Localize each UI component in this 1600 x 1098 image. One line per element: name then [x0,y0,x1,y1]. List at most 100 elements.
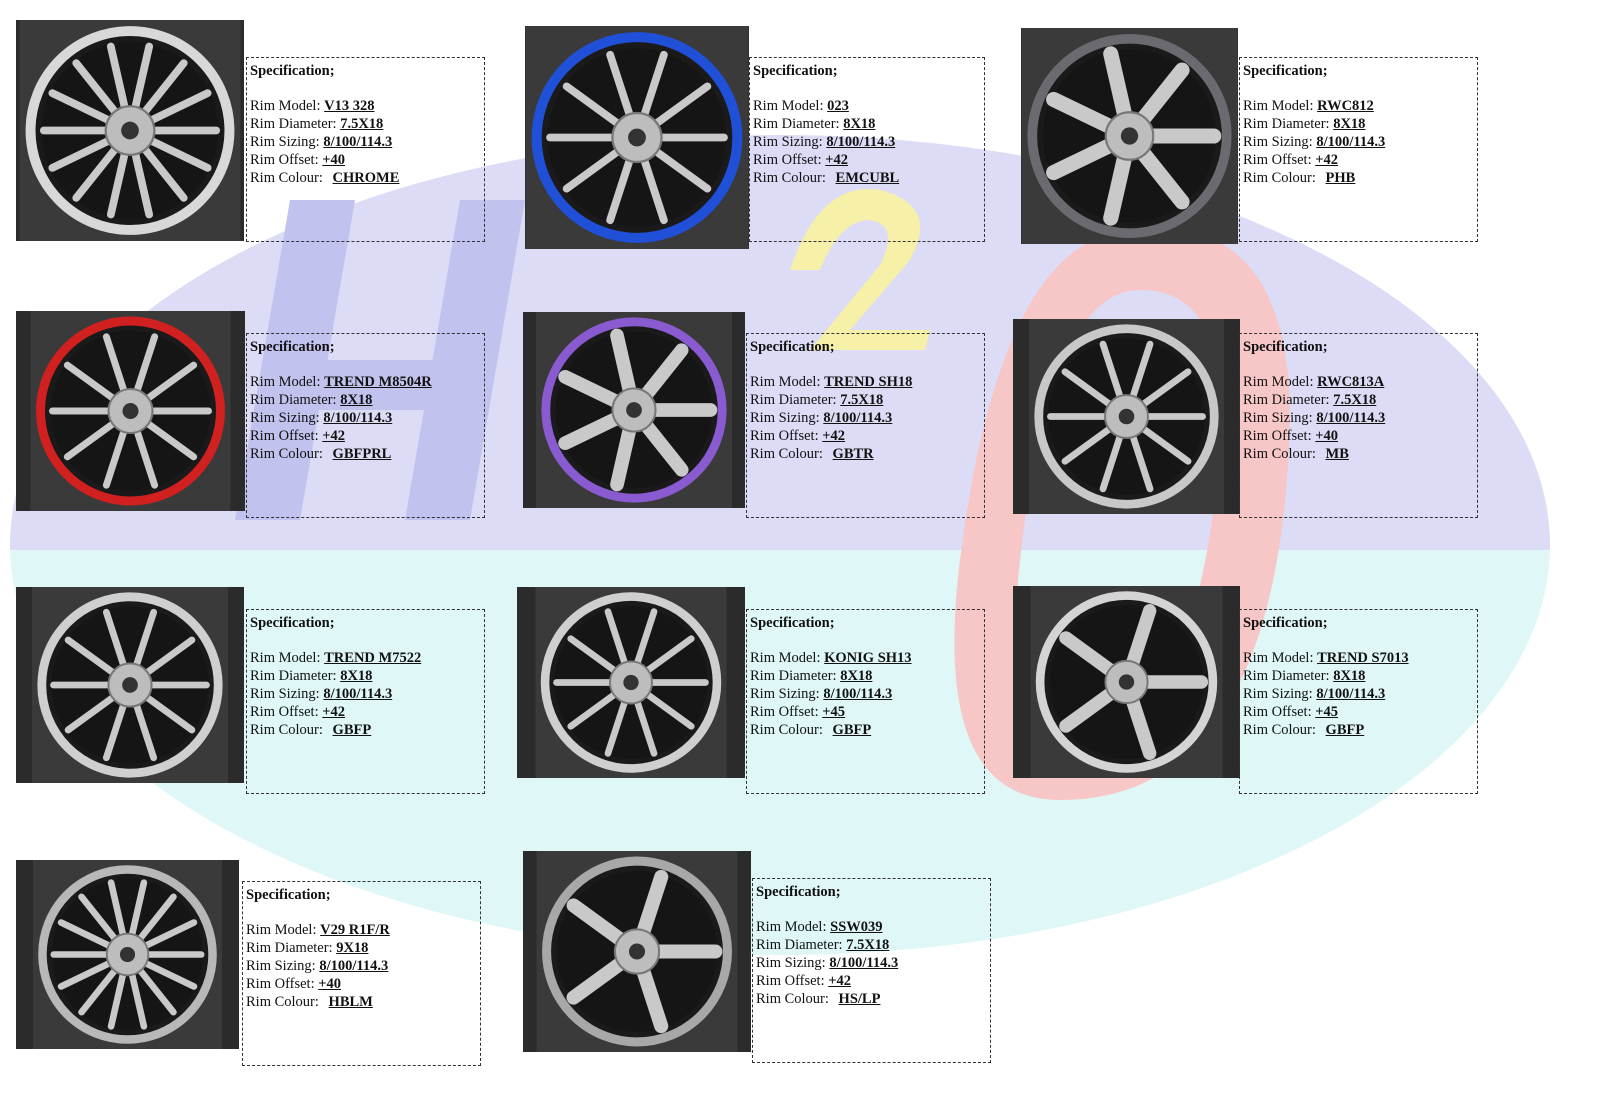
spec-heading: Specification; [750,615,835,631]
rim-diameter-value: 8X18 [843,116,876,132]
rim-offset-value: +42 [822,428,845,444]
rim-photo [16,860,239,1049]
spec-model-row: Rim Model: SSW039 [756,919,883,935]
rim-model-value: V29 R1F/R [320,922,390,938]
spec-diameter-row: Rim Diameter: 8X18 [1243,668,1366,684]
spec-colour-row: Rim Colour: GBTR [750,446,874,462]
spec-box: Specification; Rim Model: RWC812 Rim Dia… [1239,57,1478,242]
rim-diameter-value: 8X18 [1333,668,1366,684]
rim-photo [16,20,244,241]
spec-offset-row: Rim Offset: +42 [750,428,845,444]
spec-box: Specification; Rim Model: TREND M8504R R… [246,333,485,518]
spec-offset-row: Rim Offset: +42 [756,973,851,989]
spec-heading: Specification; [246,887,331,903]
spec-model-row: Rim Model: V13 328 [250,98,375,114]
rim-photo-icon [536,851,738,1052]
spec-offset-row: Rim Offset: +45 [1243,704,1338,720]
rim-model-value: RWC812 [1317,98,1374,114]
rim-diameter-value: 9X18 [336,940,369,956]
spec-diameter-row: Rim Diameter: 9X18 [246,940,369,956]
rim-photo [523,312,745,508]
rim-sizing-value: 8/100/114.3 [823,686,893,702]
spec-box: Specification; Rim Model: V13 328 Rim Di… [246,57,485,242]
rim-offset-value: +45 [1315,704,1338,720]
rim-photo [1021,28,1238,244]
spec-colour-row: Rim Colour: GBFP [750,722,872,738]
rim-offset-value: +42 [322,428,345,444]
spec-sizing-row: Rim Sizing: 8/100/114.3 [750,410,893,426]
spec-heading: Specification; [250,63,335,79]
rim-photo [16,311,245,511]
spec-offset-row: Rim Offset: +40 [250,152,345,168]
spec-colour-row: Rim Colour: HBLM [246,994,373,1010]
spec-offset-row: Rim Offset: +45 [750,704,845,720]
rim-sizing-value: 8/100/114.3 [323,410,393,426]
rim-photo-icon [30,311,231,511]
spec-colour-row: Rim Colour: CHROME [250,170,400,186]
rim-photo [16,587,244,783]
rim-colour-value: GBFP [332,722,372,738]
rim-colour-value: GBFPRL [332,446,392,462]
rim-sizing-value: 8/100/114.3 [829,955,899,971]
spec-offset-row: Rim Offset: +40 [246,976,341,992]
spec-heading: Specification; [1243,615,1328,631]
rim-offset-value: +40 [318,976,341,992]
rim-offset-value: +40 [1315,428,1338,444]
rim-model-value: TREND M8504R [324,374,432,390]
rim-offset-value: +42 [828,973,851,989]
watermark-letter-h [235,200,525,520]
spec-box: Specification; Rim Model: TREND SH18 Rim… [746,333,985,518]
rim-photo-icon [1029,319,1224,514]
spec-box: Specification; Rim Model: KONIG SH13 Rim… [746,609,985,794]
spec-diameter-row: Rim Diameter: 7.5X18 [1243,392,1377,408]
rim-offset-value: +42 [1315,152,1338,168]
spec-colour-row: Rim Colour: GBFP [250,722,372,738]
spec-colour-row: Rim Colour: HS/LP [756,991,881,1007]
rim-colour-value: GBFP [1325,722,1365,738]
spec-sizing-row: Rim Sizing: 8/100/114.3 [753,134,896,150]
spec-colour-row: Rim Colour: GBFPRL [250,446,392,462]
spec-heading: Specification; [250,339,335,355]
watermark-letter-2 [790,189,930,350]
spec-heading: Specification; [1243,63,1328,79]
rim-sizing-value: 8/100/114.3 [319,958,389,974]
rim-offset-value: +40 [322,152,345,168]
rim-sizing-value: 8/100/114.3 [1316,134,1386,150]
rim-offset-value: +45 [822,704,845,720]
rim-colour-value: HS/LP [838,991,881,1007]
rim-photo [1013,586,1240,778]
spec-sizing-row: Rim Sizing: 8/100/114.3 [250,410,393,426]
rim-photo-icon [1021,28,1238,244]
rim-colour-value: EMCUBL [835,170,900,186]
rim-offset-value: +42 [322,704,345,720]
spec-diameter-row: Rim Diameter: 8X18 [750,668,873,684]
rim-colour-value: HBLM [328,994,373,1010]
spec-offset-row: Rim Offset: +42 [1243,152,1338,168]
spec-box: Specification; Rim Model: 023 Rim Diamet… [749,57,985,242]
spec-diameter-row: Rim Diameter: 8X18 [1243,116,1366,132]
spec-sizing-row: Rim Sizing: 8/100/114.3 [750,686,893,702]
spec-sizing-row: Rim Sizing: 8/100/114.3 [1243,686,1386,702]
rim-colour-value: GBFP [832,722,872,738]
spec-sizing-row: Rim Sizing: 8/100/114.3 [246,958,389,974]
spec-model-row: Rim Model: 023 [753,98,849,114]
rim-photo-icon [32,587,228,783]
spec-sizing-row: Rim Sizing: 8/100/114.3 [756,955,899,971]
spec-model-row: Rim Model: TREND M8504R [250,374,432,390]
spec-diameter-row: Rim Diameter: 7.5X18 [750,392,884,408]
spec-diameter-row: Rim Diameter: 8X18 [753,116,876,132]
rim-model-value: TREND S7013 [1317,650,1409,666]
rim-colour-value: PHB [1325,170,1356,186]
rim-colour-value: MB [1325,446,1349,462]
spec-model-row: Rim Model: TREND S7013 [1243,650,1409,666]
rim-diameter-value: 8X18 [1333,116,1366,132]
rim-model-value: RWC813A [1317,374,1385,390]
rim-diameter-value: 7.5X18 [840,392,884,408]
rim-model-value: TREND SH18 [824,374,913,390]
spec-offset-row: Rim Offset: +42 [250,704,345,720]
spec-offset-row: Rim Offset: +42 [250,428,345,444]
rim-offset-value: +42 [825,152,848,168]
spec-colour-row: Rim Colour: PHB [1243,170,1356,186]
spec-box: Specification; Rim Model: TREND S7013 Ri… [1239,609,1478,794]
